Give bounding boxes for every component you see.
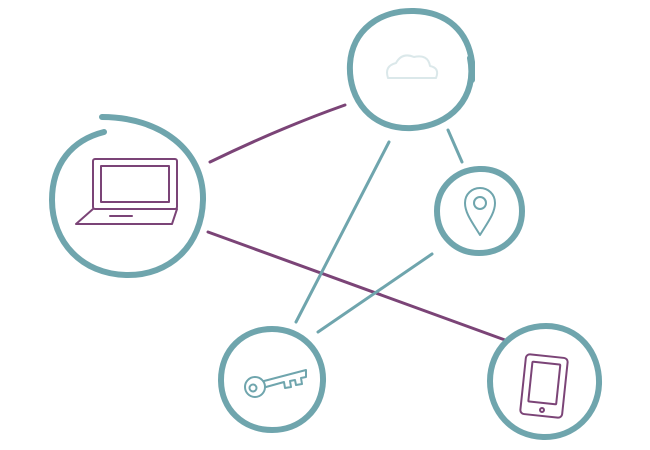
node-phone-ring — [487, 323, 603, 441]
key-icon — [244, 369, 307, 398]
link-laptop-cloud — [208, 103, 347, 164]
node-location — [434, 165, 525, 256]
node-cloud — [346, 7, 475, 132]
link-laptop-phone — [206, 230, 507, 342]
link-cloud-key — [294, 140, 391, 324]
smartphone-icon — [519, 353, 569, 419]
link-cloud-location — [446, 128, 464, 164]
node-location-ring — [434, 165, 525, 256]
diagram-links — [206, 103, 507, 342]
cloud-icon — [386, 54, 439, 79]
node-cloud-ring — [346, 7, 475, 132]
location-pin-icon — [464, 187, 496, 236]
laptop-icon — [75, 158, 178, 225]
link-location-key — [316, 252, 434, 334]
node-key — [218, 326, 327, 433]
node-laptop — [49, 114, 207, 279]
node-phone — [487, 323, 603, 441]
node-laptop-ring — [49, 114, 207, 279]
